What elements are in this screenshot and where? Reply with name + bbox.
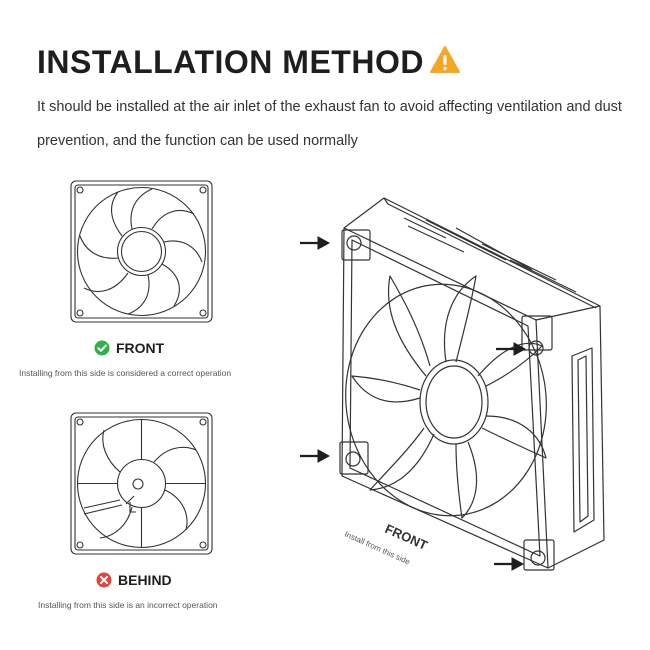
front-caption: Installing from this side is considered … — [19, 368, 232, 378]
fan-perspective-diagram: FRONT Install from this side — [300, 197, 605, 571]
fan-front-view — [70, 180, 213, 323]
fan-back-view — [70, 412, 213, 555]
page-title: INSTALLATION METHOD — [37, 44, 424, 80]
front-label-text: FRONT — [116, 340, 165, 356]
installation-description: It should be installed at the air inlet … — [37, 99, 622, 149]
check-circle-icon — [94, 340, 110, 356]
x-circle-icon — [96, 572, 112, 588]
behind-label-text: BEHIND — [118, 572, 172, 588]
front-label: FRONT — [94, 340, 164, 356]
behind-label: BEHIND — [96, 572, 172, 588]
behind-caption: Installing from this side is an incorrec… — [38, 600, 218, 610]
warning-icon — [430, 46, 460, 73]
